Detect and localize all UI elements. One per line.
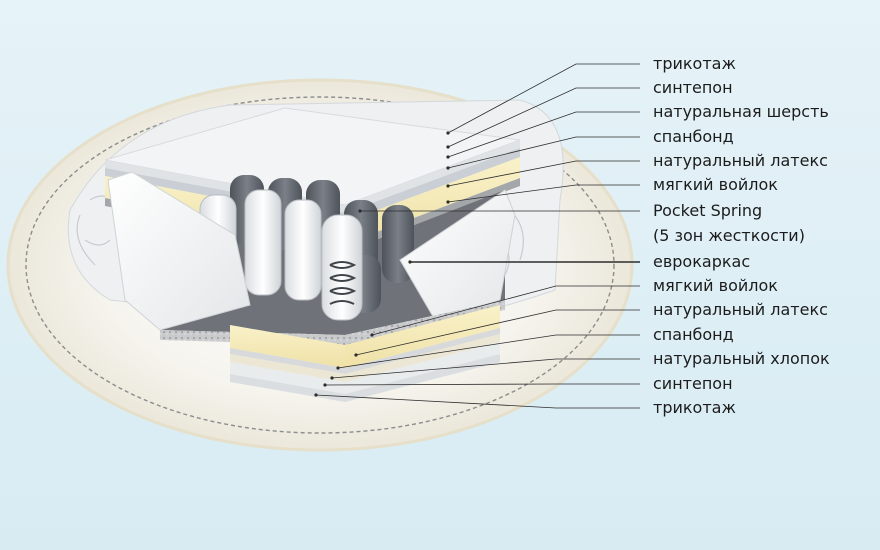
label-zones: (5 зон жесткости)	[653, 226, 805, 245]
label-top-knit: трикотаж	[653, 54, 736, 73]
label-euroframe: еврокаркас	[653, 252, 751, 271]
mattress-illustration	[67, 99, 564, 402]
label-top-spunbond: спанбонд	[653, 127, 734, 146]
leader-lines	[315, 63, 640, 409]
label-top-latex: натуральный латекс	[653, 151, 828, 170]
label-bottom-latex: натуральный латекс	[653, 300, 828, 319]
label-top-synthetic: синтепон	[653, 78, 733, 97]
label-top-felt: мягкий войлок	[653, 175, 778, 194]
leader-dots	[314, 131, 450, 397]
label-natural-wool: натуральная шерсть	[653, 102, 829, 121]
label-bottom-felt: мягкий войлок	[653, 276, 778, 295]
label-bottom-synthetic: синтепон	[653, 374, 733, 393]
label-pocket-spring: Pocket Spring	[653, 201, 763, 220]
label-bottom-spunbond: спанбонд	[653, 325, 734, 344]
label-bottom-knit: трикотаж	[653, 398, 736, 417]
label-natural-cotton: натуральный хлопок	[653, 349, 830, 368]
